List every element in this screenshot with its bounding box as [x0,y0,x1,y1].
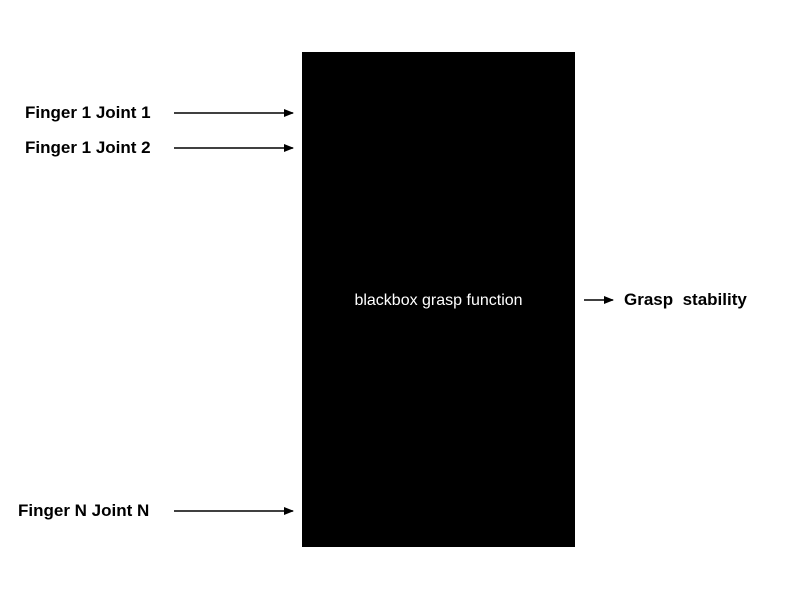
input-label-finger-n-joint-n: Finger N Joint N [18,501,150,520]
output-label-grasp-stability: Grasp stability [624,290,747,309]
blackbox-function-label: blackbox grasp function [354,292,523,309]
input-label-finger-1-joint-2: Finger 1 Joint 2 [25,138,151,157]
blackbox-function-box: blackbox grasp function [302,52,575,547]
input-label-finger-1-joint-1: Finger 1 Joint 1 [25,103,151,122]
